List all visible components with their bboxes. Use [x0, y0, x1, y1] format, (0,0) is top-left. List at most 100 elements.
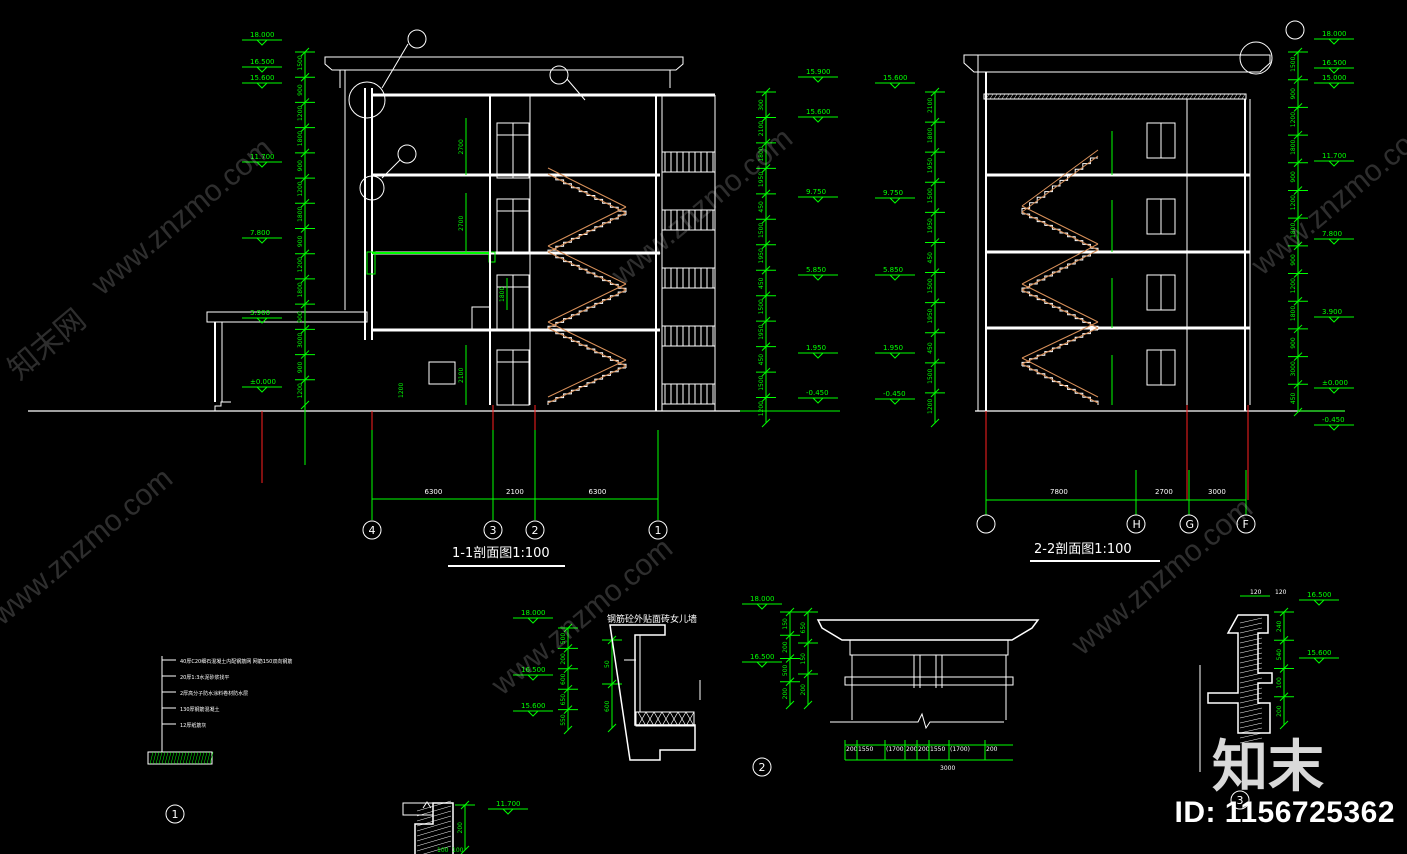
dim-label: 900 [1290, 337, 1297, 349]
stair-handrail [547, 289, 627, 329]
stair-handrail [547, 173, 627, 214]
elevation-marker [255, 82, 269, 89]
elevation-label: 15.600 [883, 74, 908, 82]
dim-label: 1200 [297, 181, 304, 196]
stair-6 [1022, 365, 1099, 405]
layer-label: 130厚钢筋混凝土 [180, 706, 220, 713]
elevation-label: 11.700 [250, 153, 275, 161]
hatch [1057, 93, 1062, 100]
hatch [1049, 93, 1054, 100]
dim-label: 650 [560, 694, 567, 706]
dim-label: 500 [782, 664, 789, 676]
hatch [1185, 93, 1190, 100]
elevation-marker [255, 386, 269, 393]
hatch [1189, 93, 1194, 100]
slab-hatch [152, 751, 157, 765]
callout-circle [348, 81, 386, 119]
dim-label: 1950 [758, 248, 765, 263]
dim-label: 450 [927, 342, 934, 354]
hatch [1239, 717, 1263, 724]
elevation-marker [811, 116, 825, 123]
axis-label: H [1133, 518, 1141, 531]
stair-3 [1021, 251, 1098, 292]
stair-handrail [1021, 211, 1099, 251]
dim-label: 1950 [927, 158, 934, 173]
parapet-section [609, 624, 696, 761]
slab-hatch [149, 751, 154, 765]
hatch [1169, 93, 1174, 100]
dim-label: 900 [297, 84, 304, 96]
stair-handrail [547, 245, 627, 285]
dim-label: 1800 [297, 206, 304, 221]
parapet-cap [816, 619, 1040, 641]
dim-label: 1500 [758, 299, 765, 314]
dim-label: 300 [758, 99, 765, 111]
elevation-label: 5.850 [883, 266, 903, 274]
elevation-marker [755, 661, 769, 668]
elevation-marker [755, 603, 769, 610]
hatch [1077, 93, 1082, 100]
hatch [1137, 93, 1142, 100]
hatch [1017, 93, 1022, 100]
stair-handrail [1021, 149, 1099, 207]
dim-label: 900 [1290, 171, 1297, 183]
elevation-label: 15.900 [806, 68, 831, 76]
elevation-marker [1327, 387, 1341, 394]
dim-label: 1200 [927, 399, 934, 414]
elevation-label: 15.600 [250, 74, 275, 82]
stair-1 [1021, 157, 1098, 214]
hatch [1013, 93, 1018, 100]
hatch [1021, 93, 1026, 100]
dim-label: 1800 [1290, 223, 1297, 238]
slab-hatch [173, 751, 178, 765]
dim-label: 1200 [297, 383, 304, 398]
elevation-label: 16.500 [250, 58, 275, 66]
dim-label: 900 [297, 160, 304, 172]
hatch [1033, 93, 1038, 100]
slab-hatch [209, 751, 214, 765]
hatch [1239, 707, 1263, 714]
stair-handrail [1021, 249, 1099, 291]
hatch [1239, 632, 1263, 639]
hatch [1239, 682, 1263, 689]
hatch [1197, 93, 1202, 100]
span-label: 2100 [506, 488, 524, 496]
hatch [1239, 712, 1263, 719]
hatch [1225, 93, 1230, 100]
hatch [416, 805, 452, 817]
hatch [1073, 93, 1078, 100]
callout-leader [381, 159, 401, 179]
dim-label: 1200 [1290, 278, 1297, 293]
axis-bubble [525, 520, 545, 540]
brand-logo: 知末 [1212, 735, 1324, 800]
roof-cornice [324, 56, 684, 71]
dim-tick [607, 723, 617, 733]
hatch [1239, 652, 1263, 659]
hatch [1085, 93, 1090, 100]
elevation-marker [811, 352, 825, 359]
band [849, 639, 1009, 656]
axis-label: 1 [655, 524, 662, 537]
hatch [1089, 93, 1094, 100]
dim-label: 1500 [758, 223, 765, 238]
elevation-marker [888, 352, 902, 359]
elevation-label: 9.750 [806, 188, 826, 196]
stair-handrail [547, 251, 627, 291]
dim-tick [460, 845, 470, 854]
elevation-label: 16.500 [1322, 59, 1347, 67]
hatch [1165, 93, 1170, 100]
axis-bubble [483, 520, 503, 540]
elevation-marker [1327, 82, 1341, 89]
hatch [1239, 727, 1263, 734]
axis-label: 2 [759, 761, 766, 774]
elevation-label: 16.500 [1307, 591, 1332, 599]
hatch [1145, 93, 1150, 100]
dim-label: 500 [560, 633, 567, 645]
axis-bubble [1230, 790, 1250, 810]
stair-handrail [547, 365, 627, 404]
hatch [1239, 697, 1263, 704]
hatch [1097, 93, 1102, 100]
insulation-hatch [661, 711, 671, 727]
